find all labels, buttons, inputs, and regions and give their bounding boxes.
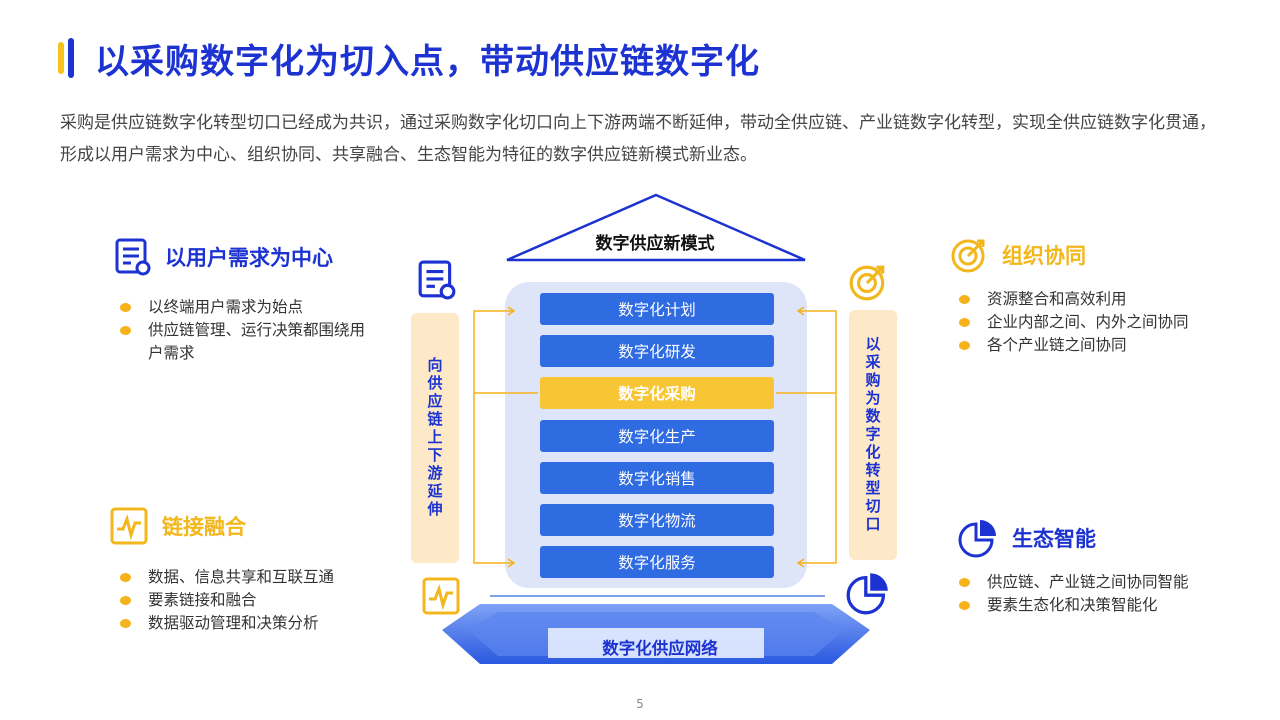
pulse-icon [110,507,148,545]
stack-item-procurement: 数字化采购 [540,377,774,410]
target-icon [951,239,985,273]
document-icon [115,238,151,276]
left-side-label-box: 向供应链上下游延伸 [411,313,459,563]
intro-paragraph: 采购是供应链数字化转型切口已经成为共识，通过采购数字化切口向上下游两端不断延伸，… [60,113,1216,165]
list-item: 要素链接和融合 [118,589,398,612]
list-item: 要素生态化和决策智能化 [957,594,1237,617]
list-item: 供应链、产业链之间协同智能 [957,571,1237,594]
base-platform [442,604,870,664]
stack-item-plan: 数字化计划 [540,293,774,325]
stack-item-service: 数字化服务 [540,546,774,579]
section-collaboration: 组织协同 [950,236,1086,274]
section-ecology: 生态智能 [958,518,1096,558]
list-item: 资源整合和高效利用 [957,288,1237,311]
pulse-icon [422,577,460,615]
pie-chart-icon [846,573,888,615]
list-item: 以终端用户需求为始点 [118,296,378,319]
list-item: 各个产业链之间协同 [957,334,1237,357]
page-number: 5 [636,697,644,711]
title-accent-bar [58,38,74,78]
right-side-label-box: 以采购为数字化转型切口 [849,310,897,560]
list-item: 数据、信息共享和互联互通 [118,566,398,589]
capability-stack: 数字化计划 数字化研发 数字化采购 数字化生产 数字化销售 数字化物流 数字化服… [540,293,774,588]
ecology-list: 供应链、产业链之间协同智能 要素生态化和决策智能化 [957,571,1237,617]
stack-item-rnd: 数字化研发 [540,335,774,368]
document-icon [418,260,456,300]
base-label: 数字化供应网络 [602,639,718,658]
stack-item-sales: 数字化销售 [540,461,774,494]
pie-chart-icon [958,520,996,558]
page-title: 以采购数字化为切入点，带动供应链数字化 [95,42,760,82]
section-user-demand-label: 以用户需求为中心 [165,246,333,270]
section-ecology-label: 生态智能 [1012,527,1096,551]
stack-item-logistics: 数字化物流 [540,503,774,536]
user-demand-list: 以终端用户需求为始点 供应链管理、运行决策都围绕用户需求 [118,296,378,365]
fusion-list: 数据、信息共享和互联互通 要素链接和融合 数据驱动管理和决策分析 [118,566,398,635]
roof-label: 数字供应新模式 [595,234,715,254]
collaboration-list: 资源整合和高效利用 企业内部之间、内外之间协同 各个产业链之间协同 [957,288,1237,357]
target-icon [849,265,885,301]
section-fusion-label: 链接融合 [162,515,246,539]
list-item: 企业内部之间、内外之间协同 [957,311,1237,334]
left-side-label: 向供应链上下游延伸 [425,357,444,519]
section-fusion: 链接融合 [110,507,246,545]
section-collaboration-label: 组织协同 [1002,244,1086,268]
list-item: 数据驱动管理和决策分析 [118,612,398,635]
section-user-demand: 以用户需求为中心 [115,238,333,276]
list-item: 供应链管理、运行决策都围绕用户需求 [118,319,378,365]
roof-triangle [506,193,806,262]
stack-item-production: 数字化生产 [540,419,774,452]
right-side-label: 以采购为数字化转型切口 [863,336,882,534]
